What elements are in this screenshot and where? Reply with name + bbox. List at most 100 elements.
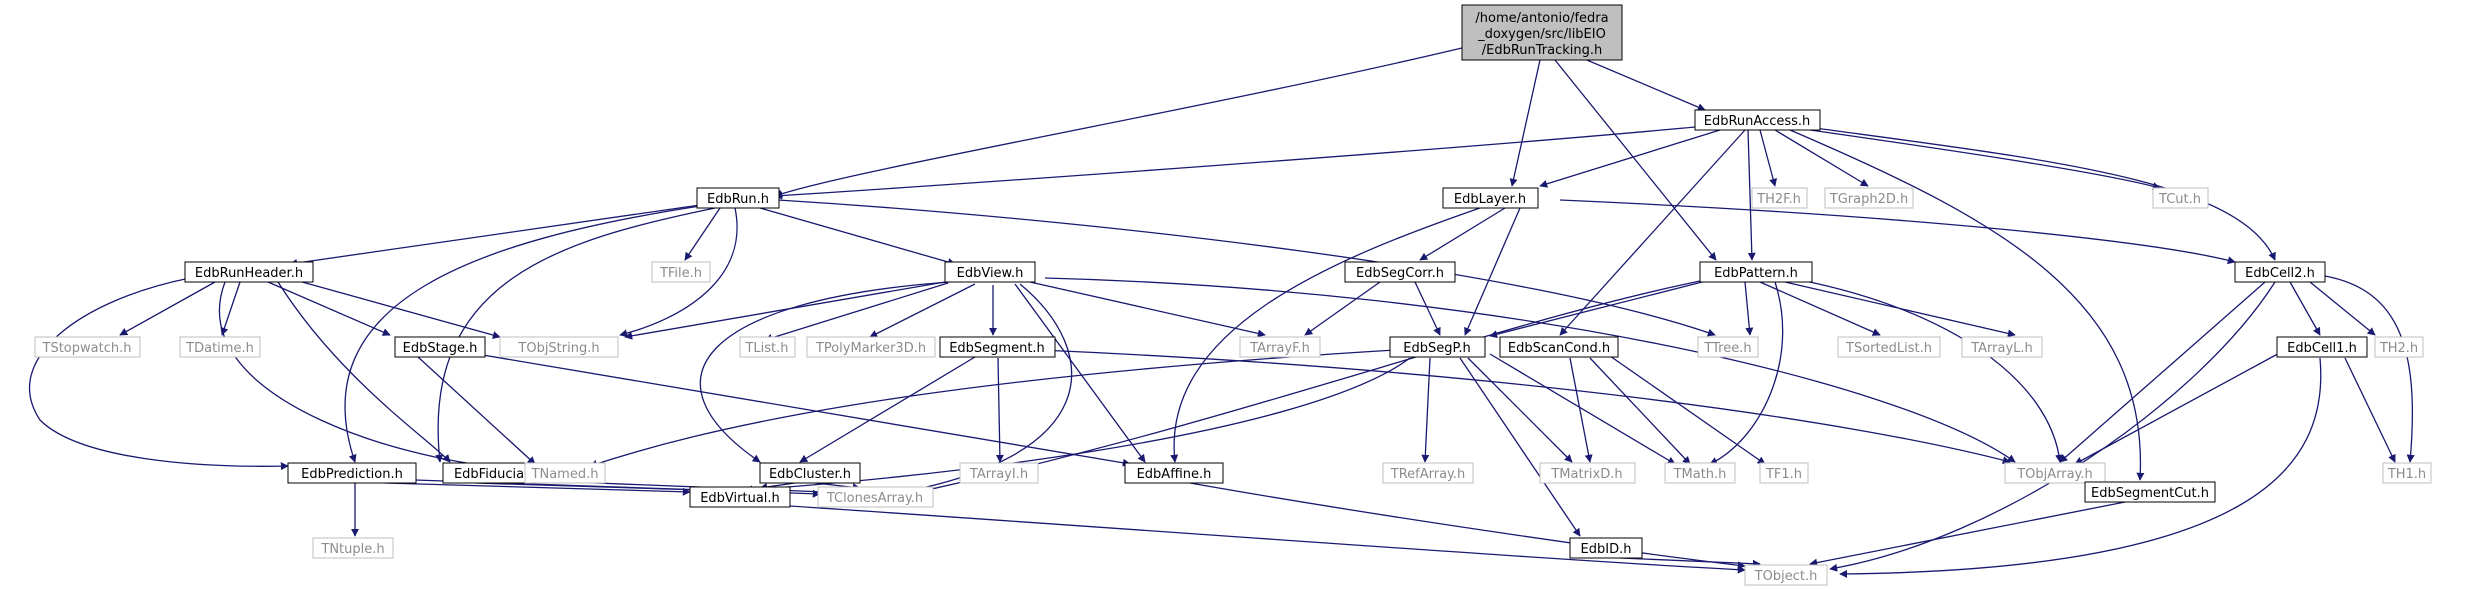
node-tobjstring[interactable]: TObjString.h [499,336,619,358]
node-edbcluster[interactable]: EdbCluster.h [759,462,861,484]
node-edbsegmentcut[interactable]: EdbSegmentCut.h [2084,481,2216,503]
edge-edbcell2-th1 [2324,275,2415,463]
edge-edbpattern-tobjarray [1799,279,2064,463]
node-edbvirtual[interactable]: EdbVirtual.h [689,486,791,508]
node-edbrunaccess[interactable]: EdbRunAccess.h [1694,109,1821,131]
node-edbscancond[interactable]: EdbScanCond.h [1499,336,1619,358]
node-trefarray[interactable]: TRefArray.h [1382,462,1474,484]
node-edbid-label: EdbID.h [1581,542,1632,557]
node-tstopwatch[interactable]: TStopwatch.h [34,336,141,358]
node-tarrayi[interactable]: TArrayI.h [959,462,1039,484]
node-tfile[interactable]: TFile.h [651,261,711,283]
node-tobjarray[interactable]: TObjArray.h [2004,462,2106,484]
node-edbsegment[interactable]: EdbSegment.h [939,336,1056,358]
edge-edbsegment-tarrayi [995,357,1004,463]
node-tstopwatch-label: TStopwatch.h [42,341,132,356]
node-tobject-label: TObject.h [1754,569,1818,584]
node-tntuple[interactable]: TNtuple.h [312,537,394,559]
node-tdatime[interactable]: TDatime.h [179,336,261,358]
node-th1[interactable]: TH1.h [2382,462,2432,484]
edge-edbsegp-tmath [1489,353,1676,465]
node-edbaffine[interactable]: EdbAffine.h [1124,462,1224,484]
edge-edbcell1-tobjarray [2074,349,2286,465]
edge-edbrunaccess-edbpattern [1747,129,1756,261]
node-tclonesarray-label: TClonesArray.h [826,491,923,506]
edge-edbpattern-tmath [1709,281,1784,465]
edge-edbcell2-tobjarray [2059,281,2266,463]
node-edbstage[interactable]: EdbStage.h [394,336,486,358]
node-edbcell1[interactable]: EdbCell1.h [2276,336,2368,358]
edge-edbvirtual-tobject [789,505,1746,574]
edge-edbrunheader-tdatime [220,281,241,336]
node-edbid[interactable]: EdbID.h [1569,537,1643,559]
edge-edbrunheader-edbfiducial [277,281,451,463]
node-tgraph2d[interactable]: TGraph2D.h [1824,187,1914,209]
edge-edbsegp-trefarray [1421,357,1431,463]
edge-edbscancond-tmath [1589,357,1691,465]
edge-root-edblayer [1509,59,1541,187]
node-edbview[interactable]: EdbView.h [944,261,1036,283]
node-tobjstring-label: TObjString.h [517,341,599,356]
edge-root-edbpattern [1554,59,1717,261]
node-edbrun[interactable]: EdbRun.h [696,187,780,209]
edge-edbview-tobjstring [624,281,946,340]
edge-edbview-tlist [764,282,949,342]
node-tcut[interactable]: TCut.h [2152,187,2209,209]
node-edbfiducial[interactable]: EdbFiducial.h [442,462,552,484]
node-tlist[interactable]: TList.h [739,336,796,358]
node-edbcell1-label: EdbCell1.h [2287,341,2357,356]
edge-edblayer-edbsegp [1464,207,1521,336]
node-tclonesarray[interactable]: TClonesArray.h [817,486,934,508]
edge-edbrunaccess-edbcell2 [1814,127,2276,261]
node-tarrayl[interactable]: TArrayL.h [1961,336,2043,358]
node-tmath-label: TMath.h [1673,467,1727,482]
edge-edbcell1-tobject [1839,357,2322,578]
node-tmatrixd-label: TMatrixD.h [1550,467,1622,482]
edge-edbscancond-tf1 [1609,355,1766,465]
edge-edbcell1-th1 [2344,357,2396,463]
edge-edbsegcorr-edbsegp [1414,281,1441,336]
node-edbprediction[interactable]: EdbPrediction.h [287,462,417,484]
edge-edbid-tobject [1619,557,1761,568]
dependency-edges [28,47,2415,578]
node-tarrayf[interactable]: TArrayF.h [1239,336,1321,358]
node-edblayer[interactable]: EdbLayer.h [1442,187,1539,209]
node-th2f-label: TH2F.h [1756,192,1801,207]
node-tnamed[interactable]: TNamed.h [524,462,606,484]
node-edbpattern[interactable]: EdbPattern.h [1699,261,1813,283]
node-edbcell2[interactable]: EdbCell2.h [2234,261,2326,283]
node-tpolymarker3d-label: TPolyMarker3D.h [815,341,926,356]
edge-edbcell2-th2 [2309,281,2376,336]
edge-edbrunaccess-edbsegmentcut [1789,129,2145,481]
node-tnamed-label: TNamed.h [531,467,599,482]
node-th2[interactable]: TH2.h [2374,336,2424,358]
edge-edbrunheader-edbprediction [28,277,289,471]
node-root[interactable]: /home/antonio/fedra _doxygen/src/libEIO … [1461,4,1623,61]
node-tf1[interactable]: TF1.h [1759,462,1809,484]
node-th2f[interactable]: TH2F.h [1751,187,1808,209]
edge-edbstage-tnamed [417,356,536,465]
node-tsortedlist[interactable]: TSortedList.h [1837,336,1941,358]
edge-edbrun-tnamed [344,205,701,463]
node-tgraph2d-label: TGraph2D.h [1829,192,1908,207]
node-edbprediction-label: EdbPrediction.h [301,467,403,482]
edge-root-edbrun [774,47,1463,198]
node-tobject[interactable]: TObject.h [1744,564,1828,586]
node-ttree[interactable]: TTree.h [1697,336,1759,358]
node-edbpattern-label: EdbPattern.h [1714,266,1798,281]
node-edbcell2-label: EdbCell2.h [2245,266,2315,281]
edge-edbaffine-tobject [1189,482,1746,570]
node-tarrayl-label: TArrayL.h [1970,341,2033,356]
edge-edbview-edbcluster [699,281,951,463]
node-tobjarray-label: TObjArray.h [2016,467,2093,482]
node-edbsegp-label: EdbSegP.h [1403,341,1470,356]
edge-edbscancond-tmatrixd [1569,357,1593,463]
node-tpolymarker3d[interactable]: TPolyMarker3D.h [806,336,936,358]
node-tmatrixd[interactable]: TMatrixD.h [1539,462,1636,484]
node-tmath[interactable]: TMath.h [1664,462,1736,484]
edge-root-edbrunaccess [1574,54,1706,111]
node-edbsegcorr[interactable]: EdbSegCorr.h [1344,261,1456,283]
node-edbrunheader[interactable]: EdbRunHeader.h [184,261,314,283]
node-edbsegp[interactable]: EdbSegP.h [1389,336,1486,358]
